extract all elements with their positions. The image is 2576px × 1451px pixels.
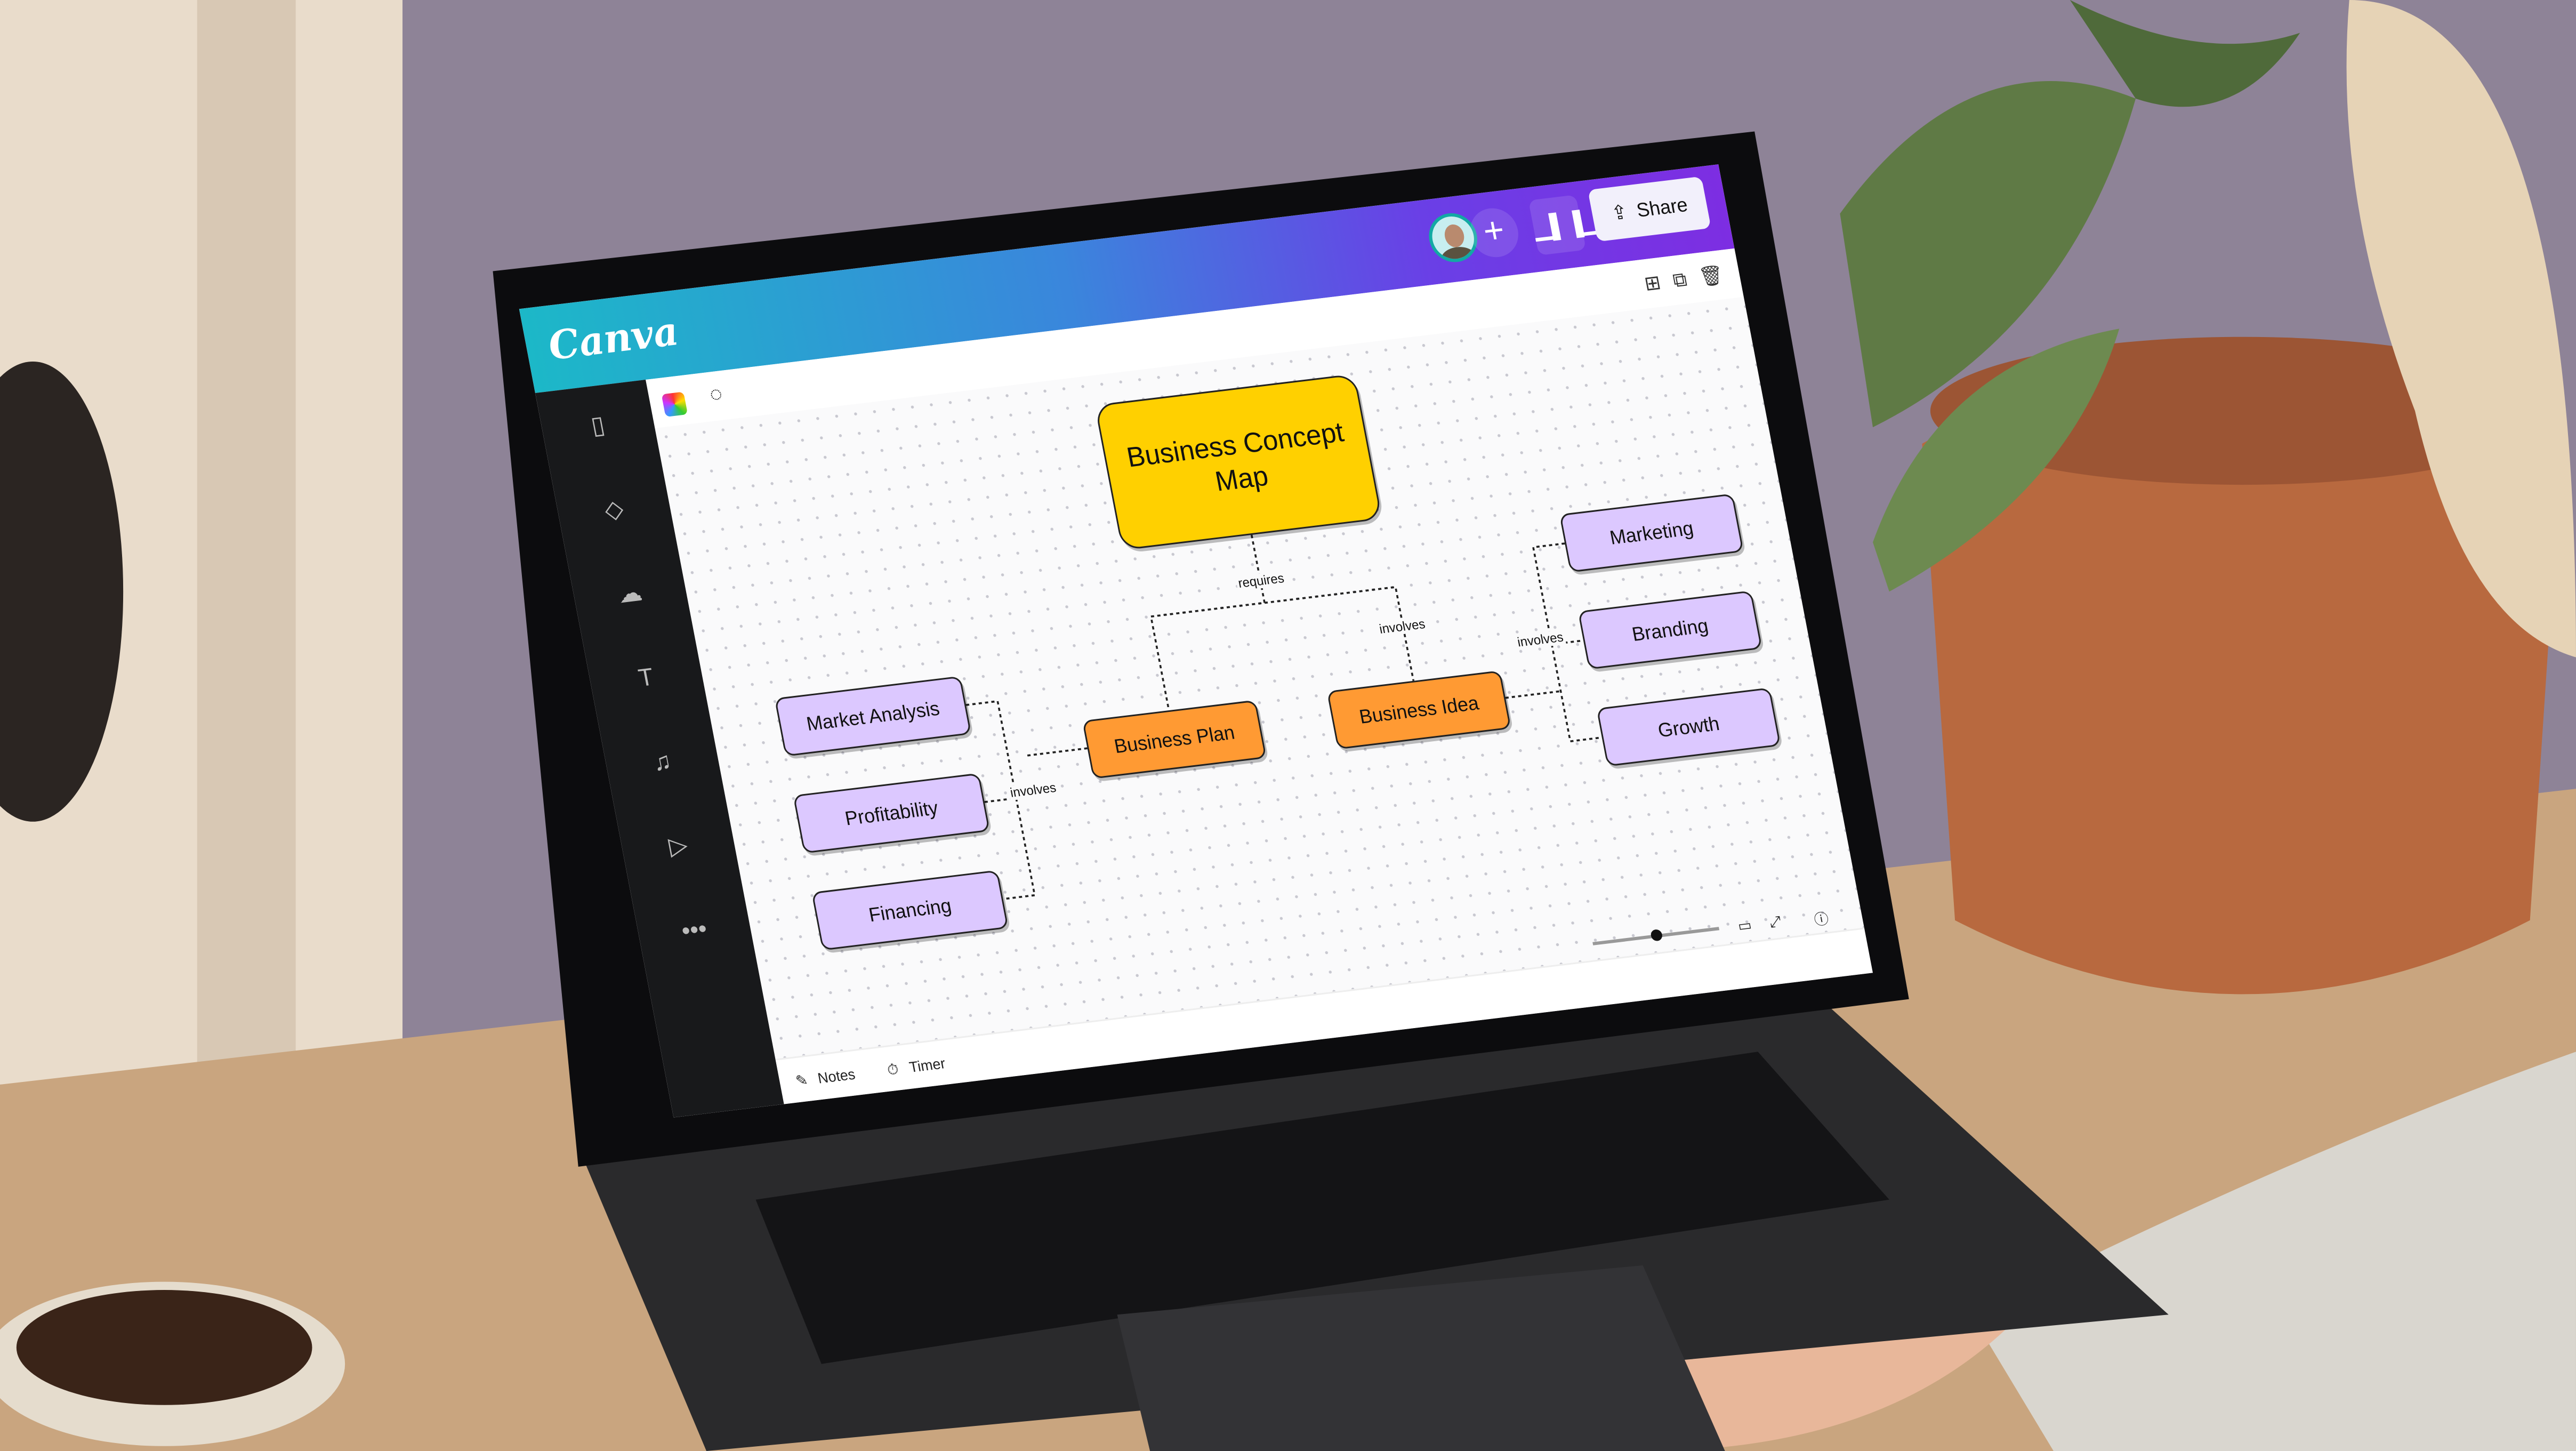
- notes-button[interactable]: Notes: [816, 1065, 857, 1087]
- connector: [1505, 690, 1561, 699]
- timer-icon[interactable]: ⏱: [885, 1061, 900, 1078]
- share-label: Share: [1635, 193, 1690, 222]
- duplicate-page-icon[interactable]: ⧉: [1671, 267, 1689, 292]
- laptop-screen: Canva + ▁▌▐▁ ⇪Share ▯ ◇ ☁ T ♫ ▷ ••• ◌ ⊞ …: [519, 164, 1873, 1118]
- canva-logo[interactable]: Canva: [544, 307, 682, 370]
- node-title[interactable]: Business Concept Map: [1094, 373, 1383, 551]
- plant-pot: [1922, 349, 2563, 995]
- sweater-sleeve: [1971, 1052, 2576, 1451]
- trackpad[interactable]: [1117, 1265, 1725, 1451]
- add-page-icon[interactable]: ⊞: [1642, 270, 1663, 295]
- keyboard[interactable]: [755, 1052, 1889, 1364]
- trash-icon[interactable]: 🗑: [1697, 263, 1726, 289]
- analytics-button[interactable]: ▁▌▐▁: [1528, 195, 1601, 256]
- notes-icon[interactable]: ✎: [794, 1071, 809, 1089]
- connector: [1024, 747, 1088, 757]
- connector: [1264, 586, 1415, 681]
- whiteboard-canvas[interactable]: Business Concept Map requires involves i…: [655, 296, 1864, 1059]
- add-collaborator-button[interactable]: +: [1466, 205, 1523, 260]
- more-icon[interactable]: •••: [679, 915, 710, 946]
- share-button[interactable]: ⇪Share: [1588, 176, 1711, 242]
- color-swatch-icon[interactable]: [661, 391, 688, 417]
- connector: [1250, 534, 1263, 587]
- text-icon[interactable]: T: [636, 663, 656, 693]
- upload-icon[interactable]: ☁: [615, 579, 645, 610]
- curtain-fold: [197, 0, 296, 1085]
- leaf: [1873, 328, 2120, 592]
- lasso-icon[interactable]: ◌: [707, 380, 724, 407]
- coffee: [16, 1290, 312, 1405]
- connector: [1551, 639, 1584, 646]
- video-icon[interactable]: ▷: [666, 831, 690, 862]
- leaf: [1840, 81, 2136, 428]
- timer-button[interactable]: Timer: [907, 1055, 947, 1076]
- layout-icon[interactable]: ▯: [589, 411, 607, 441]
- person-head: [2346, 0, 2576, 658]
- bar-chart-icon: ▁▌▐▁: [1531, 207, 1601, 241]
- elements-icon[interactable]: ◇: [602, 495, 626, 525]
- share-icon: ⇪: [1609, 200, 1630, 225]
- leaf: [2070, 0, 2300, 107]
- lamp: [0, 362, 124, 822]
- connector: [1149, 586, 1266, 711]
- music-icon[interactable]: ♫: [650, 747, 674, 777]
